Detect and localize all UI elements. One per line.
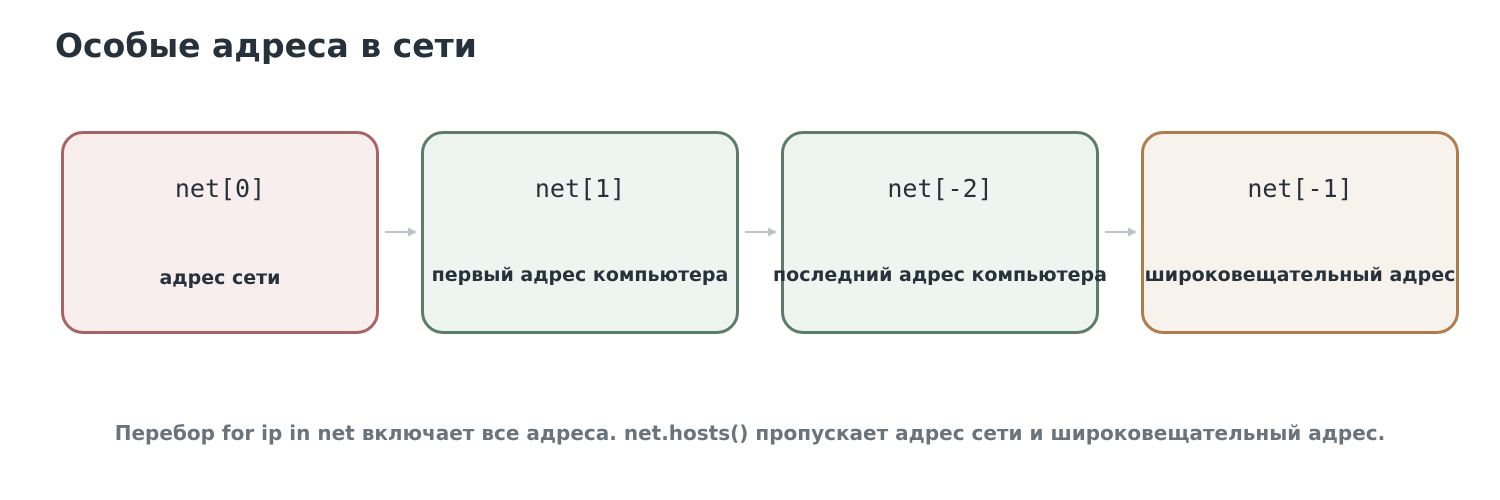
arrow-connector <box>1105 227 1137 237</box>
node-description: последний адрес компьютера <box>773 264 1107 286</box>
node-net-1: net[1] первый адрес компьютера <box>421 131 739 334</box>
node-description: широковещательный адрес <box>1144 264 1456 286</box>
node-label: net[-2] <box>887 174 993 203</box>
node-net-0: net[0] адрес сети <box>61 131 379 334</box>
node-label: net[1] <box>534 174 626 203</box>
footer-note: Перебор for ip in net включает все адрес… <box>114 421 1386 445</box>
node-label: net[0] <box>174 174 266 203</box>
node-description: адрес сети <box>159 267 281 289</box>
arrow-connector <box>745 227 777 237</box>
diagram-title: Особые адреса в сети <box>55 26 477 65</box>
arrow-connector <box>385 227 417 237</box>
node-label: net[-1] <box>1247 174 1353 203</box>
node-net-minus-1: net[-1] широковещательный адрес <box>1141 131 1459 334</box>
node-description: первый адрес компьютера <box>431 264 729 286</box>
node-net-minus-2: net[-2] последний адрес компьютера <box>773 131 1107 334</box>
